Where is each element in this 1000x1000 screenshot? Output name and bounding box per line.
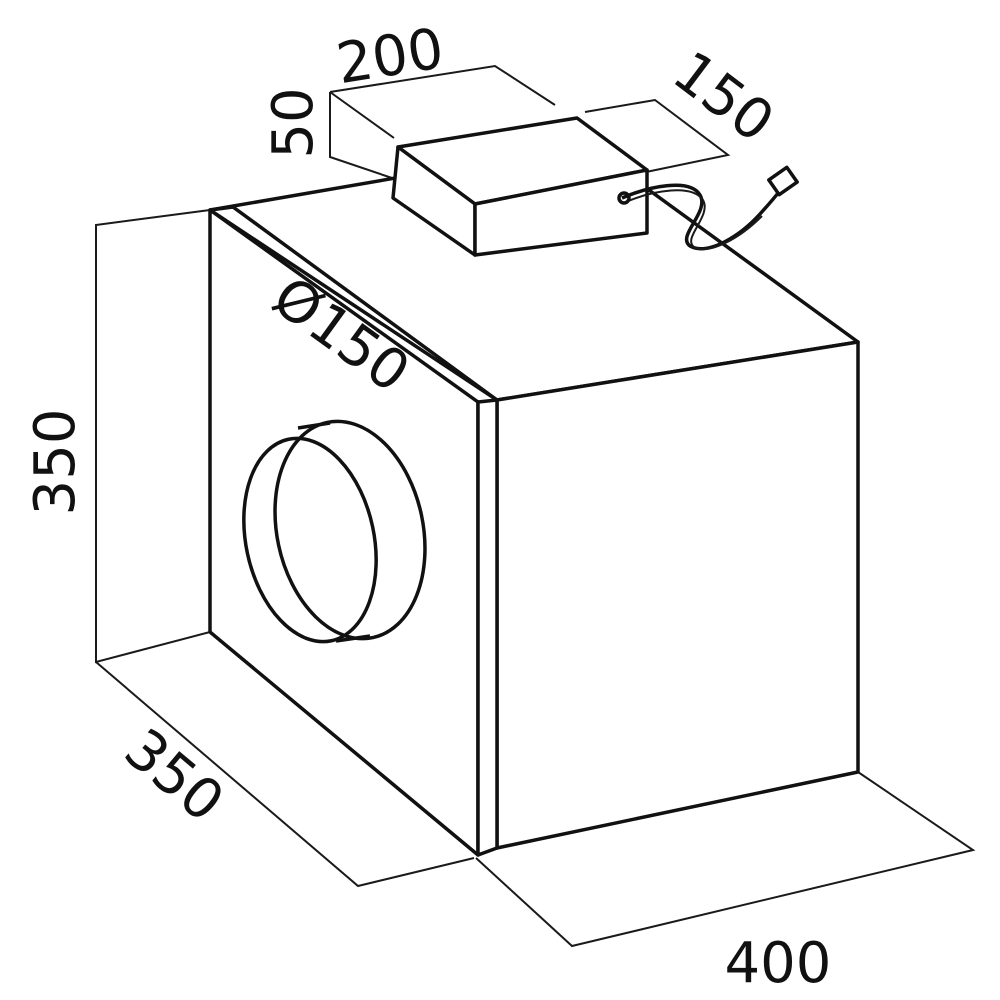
duct-collar — [242, 419, 427, 644]
box-length-label: 200 — [332, 16, 448, 97]
depth-dimension-line — [95, 661, 475, 888]
cabinet-front-lip-2 — [231, 205, 499, 402]
width-dimension-line — [475, 771, 976, 948]
height-label: 350 — [23, 409, 88, 516]
control-box — [391, 116, 649, 257]
box-length-dimension-line — [329, 64, 556, 106]
cabinet-right-face — [495, 340, 860, 850]
control-box-side — [473, 168, 649, 257]
box-height-label: 50 — [261, 87, 326, 158]
box-width-label: 150 — [661, 39, 785, 155]
duct-opening — [242, 436, 378, 644]
cable-wire — [621, 183, 784, 251]
box-width-dimension-line — [584, 98, 731, 173]
box-length-extension-line — [329, 91, 395, 139]
height-dimension-line — [95, 209, 211, 664]
depth-label: 350 — [112, 717, 236, 836]
duct-side-top — [297, 421, 331, 430]
cable-gland — [617, 191, 631, 205]
cabinet-front-lip — [209, 205, 234, 212]
power-cable — [617, 165, 799, 251]
cabinet-edge-strip — [476, 398, 499, 857]
cable-plug-icon — [767, 165, 799, 197]
duct-side-bottom — [335, 634, 371, 643]
width-label: 400 — [725, 931, 832, 996]
cable-wire-inner — [625, 189, 763, 250]
box-height-dimension-line — [329, 92, 396, 180]
